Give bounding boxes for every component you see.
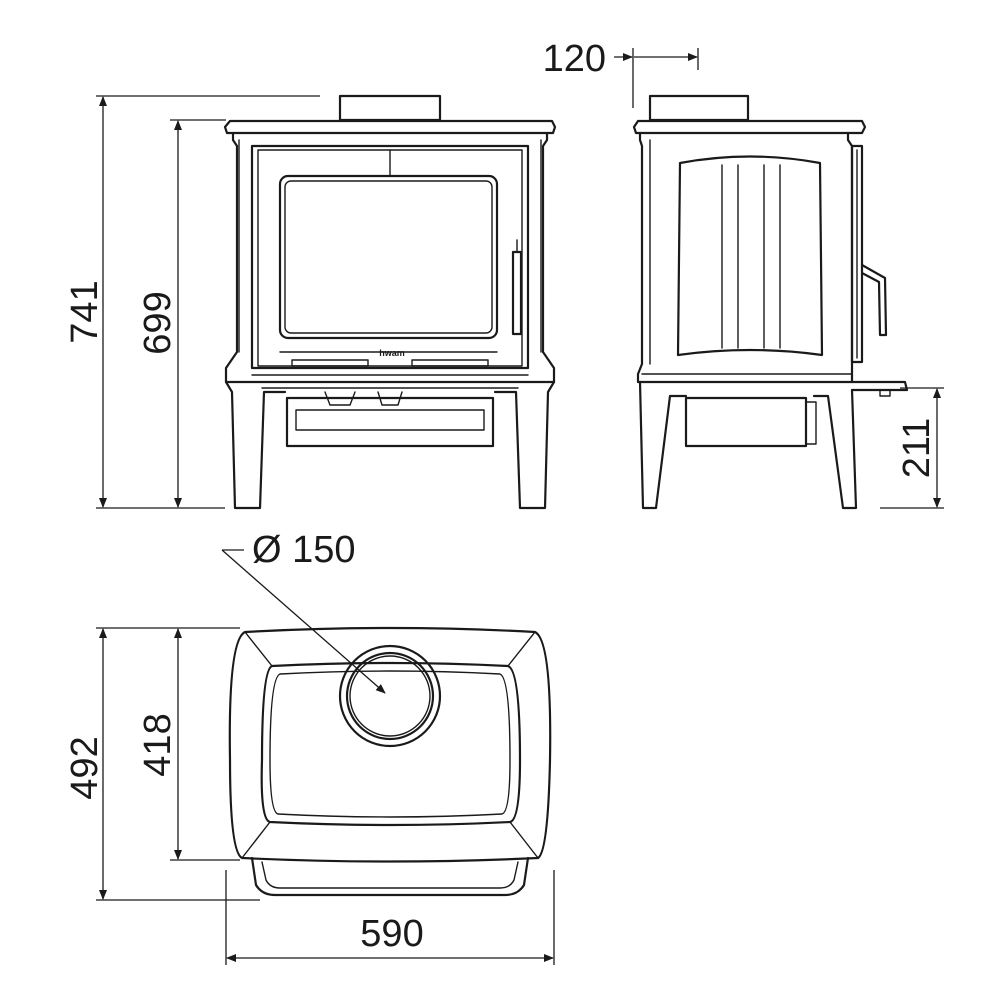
front-ash-drawer bbox=[285, 396, 495, 448]
dim-flue-diameter: Ø 150 bbox=[252, 529, 356, 571]
front-glass bbox=[278, 174, 499, 340]
brand-label: hwam bbox=[379, 348, 405, 358]
side-body bbox=[636, 131, 854, 384]
dim-outlet-height: 211 bbox=[896, 418, 938, 479]
side-ash-drawer bbox=[684, 396, 808, 448]
side-rear-leg bbox=[812, 388, 858, 510]
side-door-profile bbox=[850, 144, 864, 364]
top-front-lip bbox=[250, 856, 530, 897]
dim-overall-depth: 492 bbox=[64, 736, 106, 799]
front-view: hwam bbox=[223, 94, 557, 510]
front-flue-collar bbox=[338, 94, 442, 122]
side-flue-collar bbox=[648, 94, 750, 122]
top-flue-inner bbox=[345, 651, 435, 741]
dimensions: 741 699 120 211 Ø 150 492 418 590 bbox=[64, 38, 944, 965]
dim-width: 590 bbox=[360, 913, 423, 955]
dim-flue-offset: 120 bbox=[543, 38, 606, 80]
dim-overall-height: 741 bbox=[64, 280, 106, 343]
front-body bbox=[224, 131, 556, 384]
dim-body-depth: 418 bbox=[137, 713, 179, 776]
top-plate bbox=[260, 661, 522, 827]
front-top-plate bbox=[223, 119, 557, 135]
side-outlet bbox=[850, 380, 909, 392]
side-view bbox=[632, 94, 909, 510]
top-flue-outer bbox=[338, 644, 442, 748]
side-top-plate bbox=[632, 119, 867, 135]
side-front-leg bbox=[638, 380, 688, 510]
top-view bbox=[228, 626, 552, 897]
front-door-handle bbox=[511, 250, 523, 336]
side-panel bbox=[676, 155, 824, 357]
side-handle bbox=[860, 263, 888, 337]
dim-body-height: 699 bbox=[137, 291, 179, 354]
front-right-leg bbox=[493, 380, 556, 510]
front-left-leg bbox=[224, 380, 287, 510]
front-door bbox=[250, 144, 530, 370]
